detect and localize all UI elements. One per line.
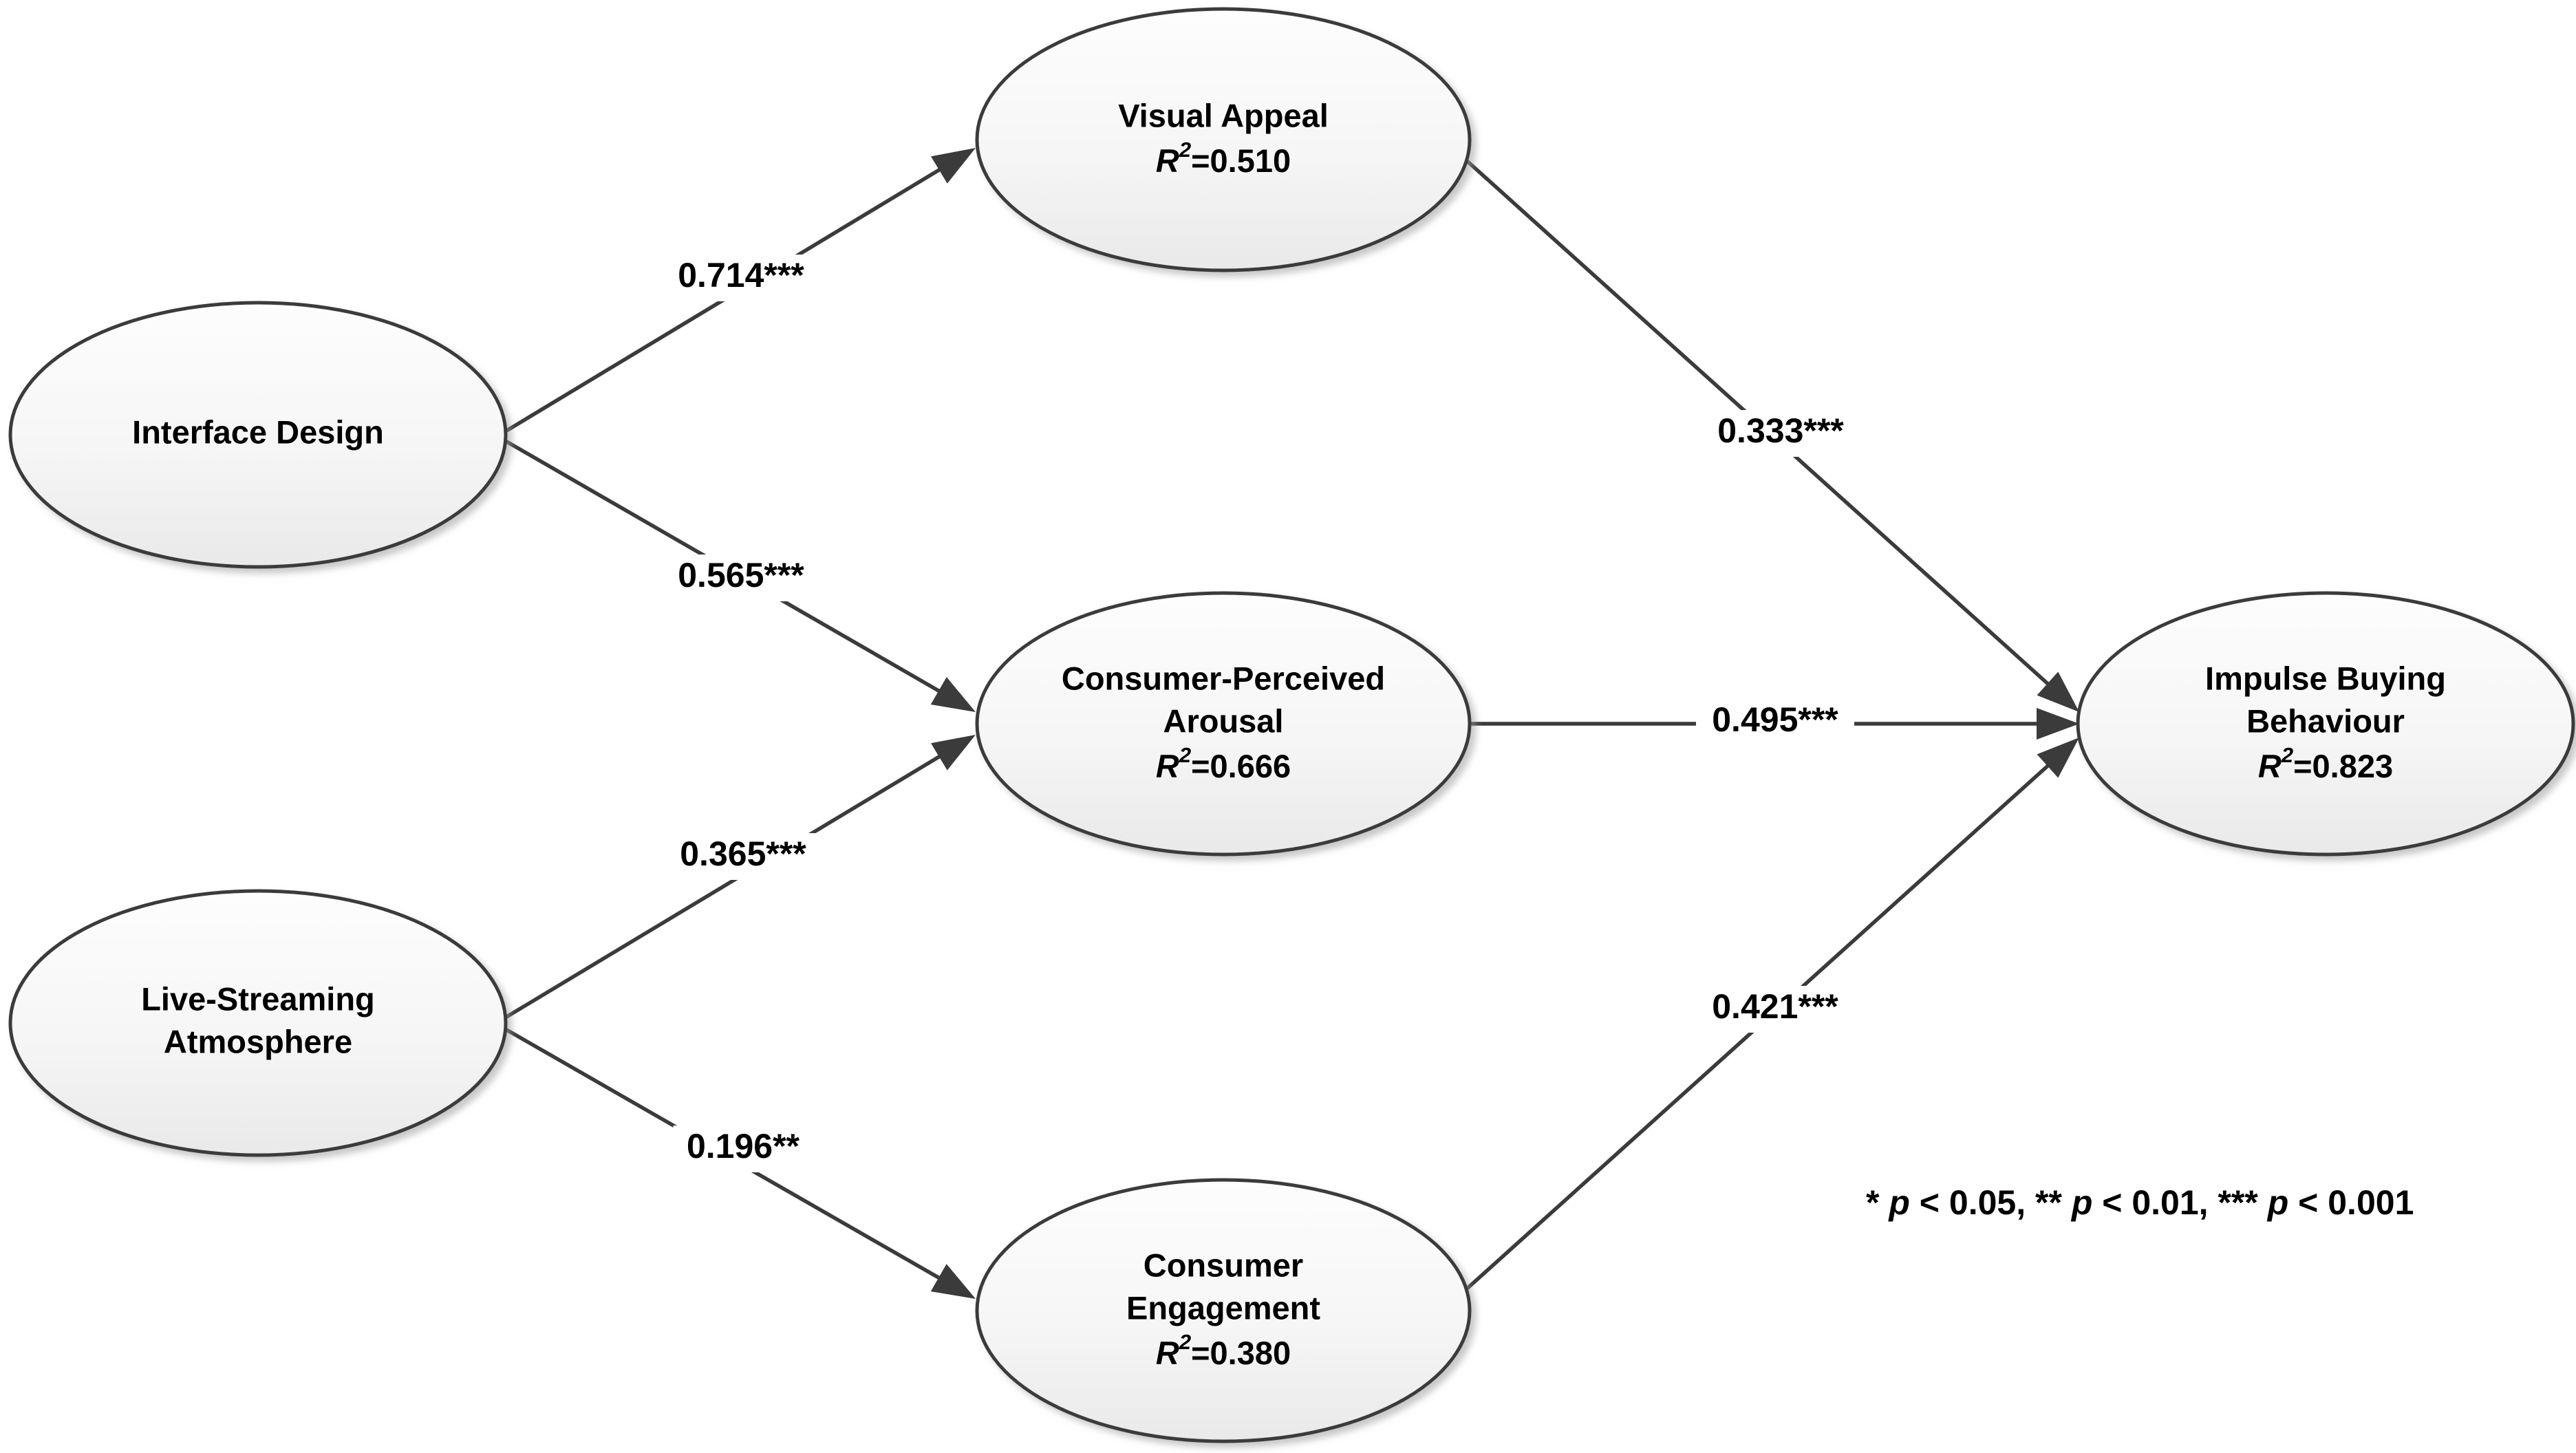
arrowhead-path-cpa-ibb [2037, 708, 2079, 740]
node-r2-impulse-buying-behaviour: R2=0.823 [2258, 743, 2393, 784]
arrowhead-path-id-va [931, 148, 976, 184]
path-label-backing [662, 255, 820, 301]
node-r2-consumer-perceived-arousal: R2=0.666 [1156, 743, 1291, 784]
node-label-visual-appeal: Visual Appeal [1118, 97, 1329, 133]
nodes-layer: Interface DesignLive-StreamingAtmosphere… [8, 7, 2575, 1443]
node-label-impulse-buying-behaviour: Impulse Buying [2205, 660, 2446, 696]
node-ellipse-consumer-perceived-arousal[interactable] [975, 591, 1472, 857]
arrowhead-path-id-va-ibb [2037, 671, 2079, 712]
arrowhead-path-lsa-cpa [931, 735, 976, 771]
path-line-path-lsa-cpa [503, 749, 951, 1020]
node-r2-visual-appeal: R2=0.510 [1156, 138, 1291, 179]
path-label-path-ce-ibb: 0.421*** [1712, 987, 1838, 1026]
node-label-consumer-perceived-arousal: Consumer-Perceived [1062, 660, 1385, 696]
node-ellipse-visual-appeal[interactable] [975, 7, 1472, 272]
node-ellipse-interface-design[interactable] [8, 301, 508, 569]
path-label-path-lsa-cpa: 0.365*** [680, 835, 806, 873]
path-label-path-id-va-ibb: 0.333*** [1717, 411, 1844, 450]
node-label-consumer-perceived-arousal: Arousal [1163, 702, 1284, 739]
path-label-backing [1702, 410, 1860, 457]
node-interface-design[interactable]: Interface Design [8, 301, 508, 569]
legend-significance-text: * p < 0.05, ** p < 0.01, *** p < 0.001 [1866, 1183, 2414, 1222]
path-label-backing [673, 1126, 813, 1172]
path-label-path-cpa-ibb: 0.495*** [1712, 700, 1838, 739]
node-ellipse-live-streaming-atmosphere[interactable] [8, 889, 508, 1157]
node-label-interface-design: Interface Design [132, 413, 384, 450]
path-label-backing [1696, 986, 1854, 1033]
node-ellipse-consumer-engagement[interactable] [975, 1178, 1472, 1443]
path-label-path-id-va: 0.714*** [678, 256, 804, 294]
arrowhead-path-id-cpa [930, 677, 976, 712]
node-label-live-streaming-atmosphere: Atmosphere [164, 1023, 352, 1059]
node-label-consumer-engagement: Engagement [1126, 1289, 1320, 1326]
path-labels-layer: 0.714*** 0.565*** 0.333*** 0.495*** 0.365***… [662, 255, 1860, 1172]
arrowhead-path-ce-ibb [2037, 738, 2079, 778]
path-label-path-id-cpa: 0.565*** [678, 556, 804, 594]
node-label-impulse-buying-behaviour: Behaviour [2246, 702, 2405, 739]
arrowheads-layer [930, 148, 2079, 1299]
node-ellipse-impulse-buying-behaviour[interactable] [2076, 591, 2575, 857]
node-label-live-streaming-atmosphere: Live-Streaming [141, 980, 375, 1017]
significance-legend: * p < 0.05, ** p < 0.01, *** p < 0.001 [1866, 1183, 2414, 1222]
path-label-path-lsa-ce: 0.196** [687, 1127, 800, 1165]
path-label-backing [664, 833, 822, 880]
path-label-backing [662, 555, 820, 601]
node-r2-consumer-engagement: R2=0.380 [1156, 1330, 1291, 1371]
node-label-consumer-engagement: Consumer [1144, 1247, 1303, 1283]
arrowhead-path-lsa-ce [930, 1264, 976, 1299]
path-label-backing [1696, 699, 1854, 746]
